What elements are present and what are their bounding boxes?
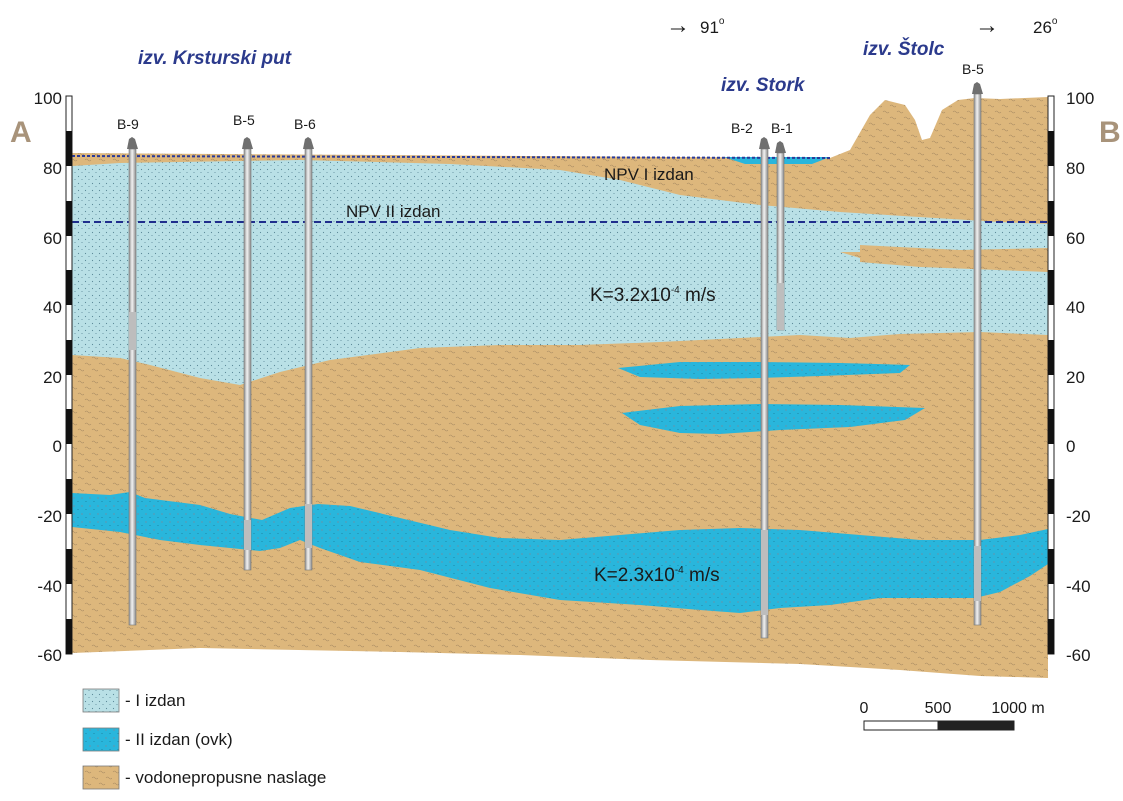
y-tick-left: 20 (43, 368, 62, 387)
borehole-b5-east (972, 82, 983, 626)
y-tick-right: -60 (1066, 646, 1091, 665)
y-tick-right: 100 (1066, 89, 1094, 108)
distance-scale-bar (863, 720, 1015, 731)
borehole-label: B-9 (117, 116, 139, 132)
y-tick-right: 60 (1066, 229, 1085, 248)
y-tick-left: 100 (34, 89, 62, 108)
conductivity-lower: K=2.3x10-4 m/s (594, 565, 720, 586)
direction-arrow: → (975, 12, 999, 39)
y-tick-right: -40 (1066, 577, 1091, 596)
legend-label: - I izdan (125, 691, 185, 710)
y-tick-left: -60 (37, 646, 62, 665)
site-krsturski: izv. Krsturski put (138, 48, 292, 69)
section-end-a: A (10, 116, 32, 149)
y-tick-left: 40 (43, 298, 62, 317)
y-tick-right: 20 (1066, 368, 1085, 387)
npv-1-label: NPV I izdan (604, 165, 694, 184)
scale-label: 0 (860, 700, 869, 717)
borehole-b2 (759, 137, 770, 639)
borehole-label: B-5 (962, 61, 984, 77)
legend-swatch-i-izdan (82, 688, 120, 713)
lens-lower (622, 404, 925, 434)
borehole-label: B-6 (294, 116, 316, 132)
borehole-label: B-5 (233, 112, 255, 128)
borehole-b5-west (242, 137, 253, 571)
npv-1-line (71, 155, 831, 159)
clay-lens (840, 252, 1048, 266)
aquifer-1-body (72, 160, 1048, 385)
y-tick-left: 80 (43, 159, 62, 178)
y-tick-right: 80 (1066, 159, 1085, 178)
borehole-label: B-2 (731, 120, 753, 136)
legend-swatch-impermeable (82, 765, 120, 790)
section-end-b: B (1099, 116, 1121, 149)
legend-label: - II izdan (ovk) (125, 730, 233, 749)
scale-label: 1000 m (991, 700, 1044, 717)
left-scale-bar (65, 95, 73, 655)
right-scale-bar (1047, 95, 1055, 655)
scale-label: 500 (925, 700, 952, 717)
site-stolc: izv. Štolc (863, 38, 945, 60)
y-tick-left: -20 (37, 507, 62, 526)
borehole-b6 (303, 137, 314, 571)
conductivity-upper: K=3.2x10-4 m/s (590, 285, 716, 306)
y-tick-left: -40 (37, 577, 62, 596)
site-stork: izv. Stork (721, 75, 806, 96)
y-tick-left: 60 (43, 229, 62, 248)
direction-arrow: → (666, 12, 690, 39)
legend-swatch-ii-izdan (82, 727, 120, 752)
y-tick-left: 0 (53, 437, 62, 456)
legend-label: - vodonepropusne naslage (125, 768, 326, 787)
y-tick-right: -20 (1066, 507, 1091, 526)
direction-label: 91o (700, 16, 725, 37)
borehole-b9 (127, 137, 138, 626)
y-tick-right: 0 (1066, 437, 1075, 456)
borehole-label: B-1 (771, 120, 793, 136)
direction-label: 26o (1033, 16, 1058, 37)
borehole-b1 (775, 141, 786, 331)
npv-2-label: NPV II izdan (346, 202, 441, 221)
y-tick-right: 40 (1066, 298, 1085, 317)
aquifer-2-body (72, 492, 1048, 613)
